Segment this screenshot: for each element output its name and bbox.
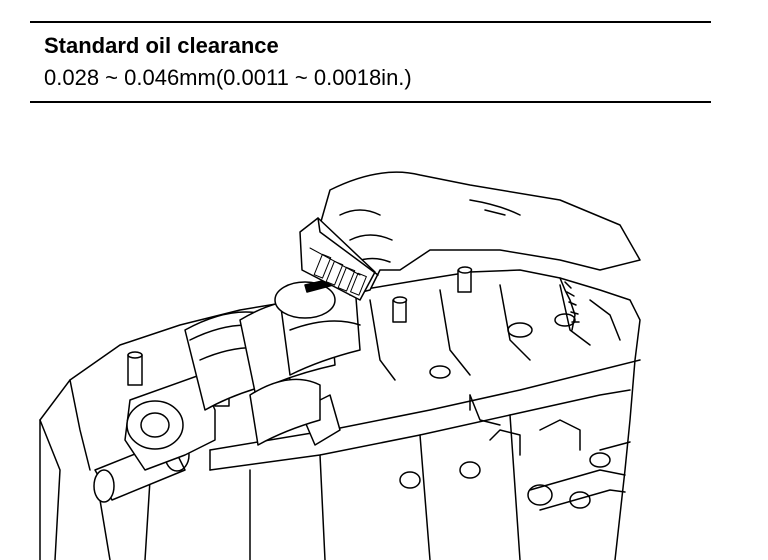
spec-header-rule-bottom [30,101,711,103]
gauge-scale-card [299,217,379,301]
spec-value: 0.028 ~ 0.046mm(0.0011 ~ 0.0018in.) [44,65,412,90]
engine-block [39,269,641,560]
crankshaft [93,281,361,503]
spec-header-rule-top [30,21,711,23]
spec-title: Standard oil clearance [44,33,279,58]
